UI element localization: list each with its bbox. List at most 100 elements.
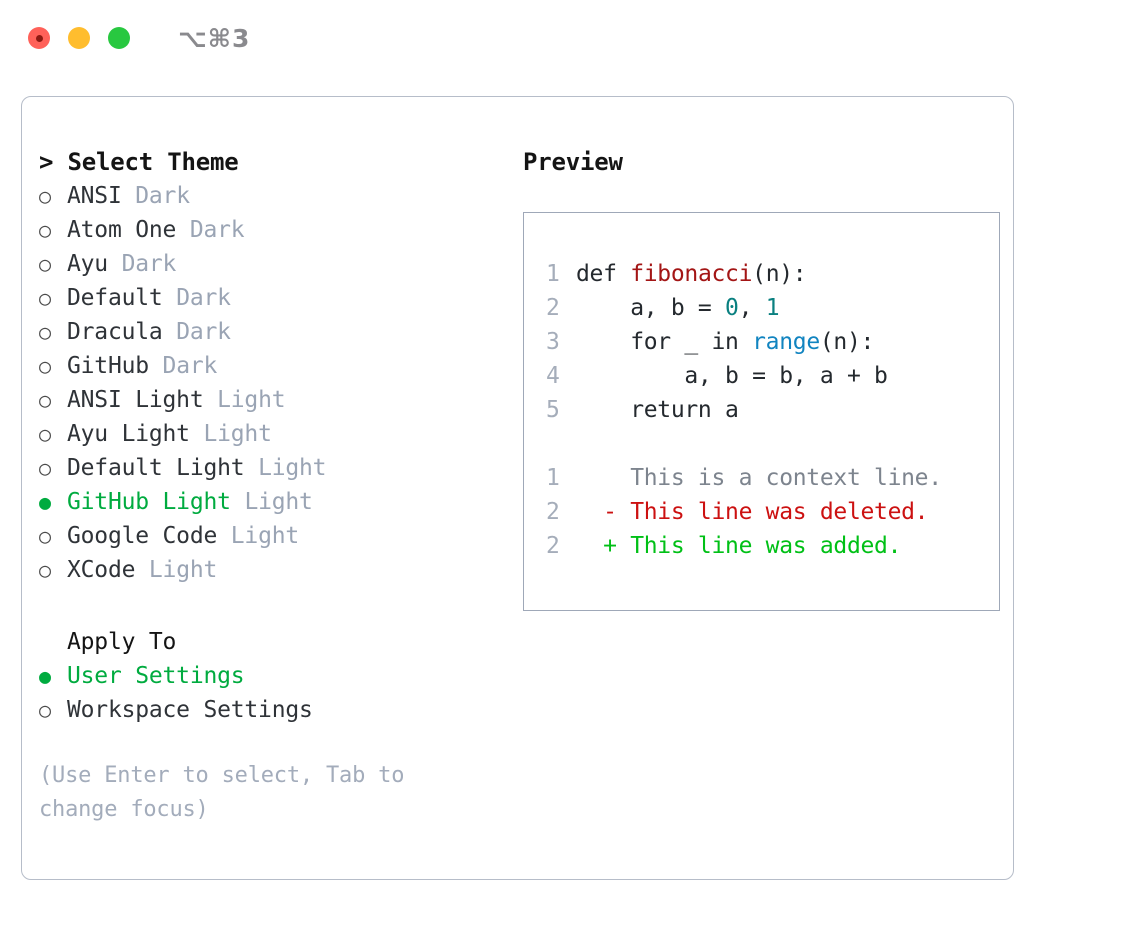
theme-variant-tag: Dark xyxy=(121,251,177,277)
code-token-plain: return a xyxy=(576,397,739,423)
theme-option-github[interactable]: ○GitHub Dark xyxy=(39,349,504,383)
code-line: 2 a, b = 0, 1 xyxy=(546,291,999,325)
theme-option-spacer xyxy=(135,553,149,587)
theme-option-github-light[interactable]: ● GitHub Light Light xyxy=(39,485,504,519)
theme-picker-card: > Select Theme ○ANSI Dark○Atom One Dark○… xyxy=(21,96,1014,880)
minimize-button[interactable] xyxy=(68,27,90,49)
apply-to-heading: Apply To xyxy=(67,629,177,655)
apply-to-option-user-settings[interactable]: ●User Settings xyxy=(39,659,504,693)
code-token-plain: def xyxy=(576,261,631,287)
line-number: 4 xyxy=(546,363,560,389)
theme-option-spacer xyxy=(190,417,204,451)
code-token-plain: , xyxy=(738,295,766,321)
theme-option-spacer xyxy=(217,519,231,553)
radio-unselected-icon: ○ xyxy=(39,524,51,548)
line-number: 2 xyxy=(546,295,560,321)
theme-variant-tag: Dark xyxy=(176,319,231,345)
code-token-plain: (n): xyxy=(752,261,807,287)
theme-option-label: Ayu xyxy=(67,251,108,277)
diff-line-add: 2 + This line was added. xyxy=(546,529,999,563)
radio-selected-icon: ● xyxy=(39,490,51,514)
theme-option-label: Google Code xyxy=(67,523,218,549)
code-token-num: 1 xyxy=(765,295,780,321)
theme-option-default[interactable]: ○ Default Dark xyxy=(39,281,504,315)
code-token-fn: fibonacci xyxy=(630,261,753,287)
code-line-content: def fibonacci(n): xyxy=(576,257,807,291)
theme-variant-tag: Dark xyxy=(189,217,245,243)
theme-variant-tag: Dark xyxy=(176,285,231,311)
theme-option-label: Default Light xyxy=(67,455,245,481)
theme-option-ansi-light[interactable]: ○ANSI Light Light xyxy=(39,383,504,417)
diff-line-del: 2 - This line was deleted. xyxy=(546,495,999,529)
apply-to-option-label: Workspace Settings xyxy=(67,697,313,723)
code-diff-spacer xyxy=(546,427,999,461)
code-line: 3 for _ in range(n): xyxy=(546,325,999,359)
theme-option-dracula[interactable]: ○ Dracula Dark xyxy=(39,315,504,349)
line-number: 3 xyxy=(546,329,560,355)
keyboard-shortcut-label: ⌥⌘3 xyxy=(178,23,251,53)
radio-unselected-icon: ○ xyxy=(39,252,51,276)
title-bar: ⌥⌘3 xyxy=(0,0,1140,76)
radio-unselected-icon: ○ xyxy=(39,388,51,412)
line-number: 2 xyxy=(546,499,560,525)
apply-to-list: ●User Settings○Workspace Settings xyxy=(39,659,504,727)
code-line-content: for _ in range(n): xyxy=(576,325,874,359)
theme-variant-tag: Light xyxy=(148,557,218,583)
theme-option-spacer xyxy=(163,315,177,349)
theme-option-spacer xyxy=(149,349,163,383)
radio-unselected-icon: ○ xyxy=(39,422,51,446)
close-button[interactable] xyxy=(28,27,50,49)
theme-variant-tag: Light xyxy=(217,387,286,413)
code-token-plain: (n): xyxy=(819,329,875,355)
code-token-num: 0 xyxy=(725,295,739,321)
theme-variant-tag: Light xyxy=(244,489,313,515)
line-number: 5 xyxy=(546,397,560,423)
theme-option-ansi[interactable]: ○ANSI Dark xyxy=(39,179,504,213)
radio-unselected-icon: ○ xyxy=(39,320,51,344)
code-line-content: return a xyxy=(576,393,739,427)
diff-line-content: + This line was added. xyxy=(576,533,902,559)
theme-option-label: Ayu Light xyxy=(67,421,190,447)
theme-option-spacer xyxy=(231,485,245,519)
select-theme-heading: > Select Theme xyxy=(39,148,239,176)
traffic-light-buttons xyxy=(28,27,130,49)
theme-option-default-light[interactable]: ○ Default Light Light xyxy=(39,451,504,485)
theme-variant-tag: Dark xyxy=(135,183,190,209)
theme-option-xcode[interactable]: ○XCode Light xyxy=(39,553,504,587)
theme-option-spacer xyxy=(176,213,190,247)
radio-unselected-icon: ○ xyxy=(39,286,51,310)
zoom-button[interactable] xyxy=(108,27,130,49)
theme-option-label: ANSI xyxy=(67,183,122,209)
theme-option-label: Atom One xyxy=(67,217,177,243)
diff-line-content: This is a context line. xyxy=(576,465,942,491)
theme-list: ○ANSI Dark○Atom One Dark○Ayu Dark○Defaul… xyxy=(39,179,504,587)
theme-variant-tag: Light xyxy=(203,421,272,447)
keyboard-hint-text: (Use Enter to select, Tab to change focu… xyxy=(39,763,405,822)
code-line: 5 return a xyxy=(546,393,999,427)
code-line: 4 a, b = b, a + b xyxy=(546,359,999,393)
theme-variant-tag: Light xyxy=(230,523,300,549)
theme-option-ayu-light[interactable]: ○ Ayu Light Light xyxy=(39,417,504,451)
section-spacer xyxy=(39,587,504,625)
theme-variant-tag: Light xyxy=(258,455,327,481)
radio-selected-icon: ● xyxy=(39,664,51,688)
theme-option-label: Dracula xyxy=(67,319,163,345)
radio-unselected-icon: ○ xyxy=(39,456,51,480)
radio-unselected-icon: ○ xyxy=(39,558,51,582)
theme-option-spacer xyxy=(163,281,177,315)
code-line-content: a, b = b, a + b xyxy=(576,359,888,393)
theme-option-google-code[interactable]: ○ Google Code Light xyxy=(39,519,504,553)
theme-option-ayu[interactable]: ○ Ayu Dark xyxy=(39,247,504,281)
radio-unselected-icon: ○ xyxy=(39,354,51,378)
code-token-plain: for _ in xyxy=(576,329,753,355)
apply-to-option-workspace-settings[interactable]: ○Workspace Settings xyxy=(39,693,504,727)
code-line-content: a, b = 0, 1 xyxy=(576,291,779,325)
theme-option-atom-one[interactable]: ○ Atom One Dark xyxy=(39,213,504,247)
code-token-plain: a, b = xyxy=(576,295,726,321)
radio-unselected-icon: ○ xyxy=(39,218,51,242)
theme-option-label: GitHub Light xyxy=(67,489,231,515)
theme-option-label: Default xyxy=(67,285,163,311)
